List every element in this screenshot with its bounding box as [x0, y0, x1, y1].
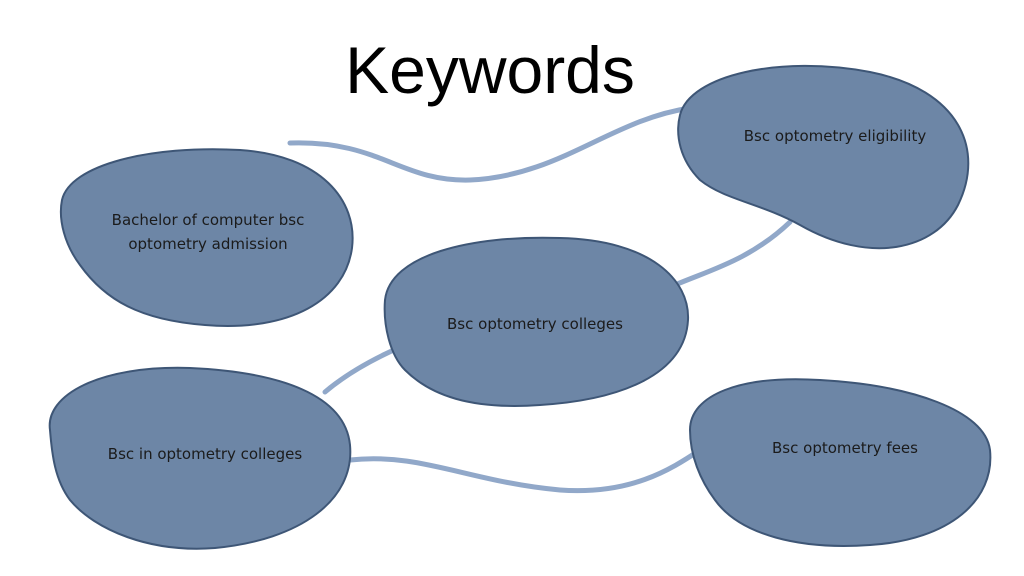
label-eligibility: Bsc optometry eligibility: [743, 127, 927, 145]
blob-fees: [688, 378, 992, 547]
blob-eligibility: [677, 64, 970, 250]
blob-colleges: [383, 236, 690, 407]
label-in-colleges: Bsc in optometry colleges: [107, 445, 303, 463]
label-fees: Bsc optometry fees: [772, 439, 918, 457]
connector-in-colleges-fees: [347, 447, 703, 494]
blob-in-colleges: [48, 366, 352, 550]
connector-eligibility-colleges: [672, 219, 793, 288]
slide-title: Keywords: [345, 33, 635, 107]
connector-admission-eligibility: [287, 105, 693, 183]
label-colleges: Bsc optometry colleges: [447, 315, 623, 333]
label-admission: Bachelor of computer bsc optometry admis…: [111, 211, 305, 253]
blob-admission: [59, 148, 354, 327]
